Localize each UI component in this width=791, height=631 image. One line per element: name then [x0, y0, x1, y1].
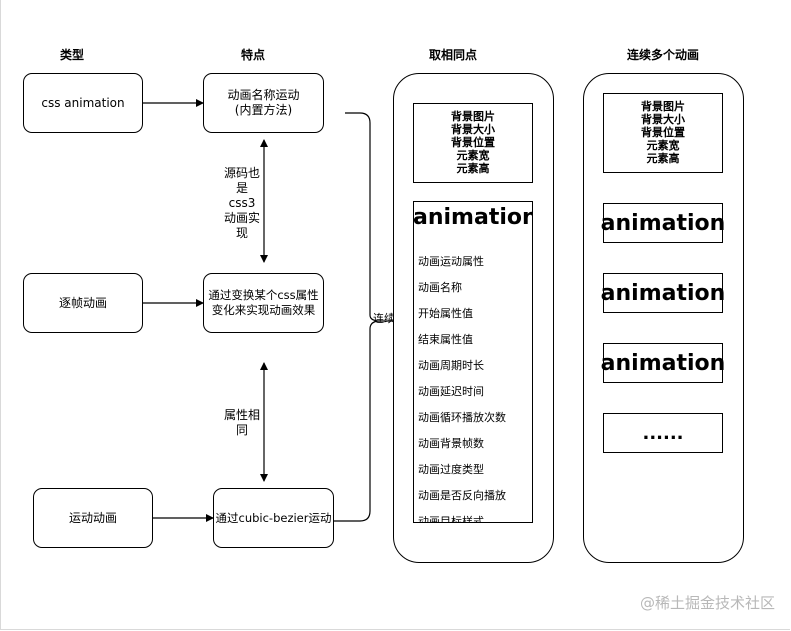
bg-prop: 元素宽 — [456, 149, 490, 162]
header-multi: 连续多个动画 — [627, 48, 700, 62]
header-common: 取相同点 — [429, 48, 478, 62]
anim-prop: 动画是否反向播放 — [418, 489, 506, 502]
brace-connector — [334, 112, 395, 522]
feature-bezier: 通过cubic-bezier运动 — [213, 488, 334, 548]
anim-prop: 结束属性值 — [418, 333, 473, 346]
bg-prop: 背景位置 — [641, 126, 685, 139]
header-type: 类型 — [60, 48, 85, 62]
common-animation-box — [413, 201, 533, 523]
multi-animation-box: animation — [601, 273, 725, 313]
anim-prop: 开始属性值 — [418, 307, 473, 320]
bg-prop: 背景图片 — [641, 100, 685, 113]
label-connect: 连续 — [373, 312, 395, 325]
anim-prop: 动画循环播放次数 — [418, 411, 506, 424]
bg-prop: 元素高 — [456, 162, 490, 175]
feature-named: 动画名称运动 (内置方法) — [203, 73, 324, 133]
anim-prop: 动画名称 — [418, 281, 462, 294]
bg-prop: 元素高 — [646, 152, 680, 165]
common-background-box: 背景图片 背景大小 背景位置 元素宽 元素高 — [413, 103, 533, 183]
animation-title: animation — [413, 205, 533, 230]
bg-prop: 背景位置 — [451, 136, 495, 149]
label-same-props: 属性相 同 — [223, 408, 261, 438]
multi-animation-box: animation — [601, 203, 725, 243]
multi-ellipsis-box: ...... — [603, 413, 723, 453]
bg-prop: 元素宽 — [646, 139, 680, 152]
multi-animation-box: animation — [601, 343, 725, 383]
bg-prop: 背景图片 — [451, 110, 495, 123]
anim-prop: 动画运动属性 — [418, 255, 484, 268]
watermark: @稀土掘金技术社区 — [639, 594, 775, 612]
multi-background-box: 背景图片 背景大小 背景位置 元素宽 元素高 — [603, 93, 723, 173]
bg-prop: 背景大小 — [641, 113, 685, 126]
type-motion-animation: 运动动画 — [33, 488, 153, 548]
anim-prop: 动画过度类型 — [418, 463, 484, 476]
feature-transform: 通过变换某个css属性 变化来实现动画效果 — [203, 273, 324, 333]
type-frame-animation: 逐帧动画 — [23, 273, 143, 333]
anim-prop: 动画背景帧数 — [418, 437, 484, 450]
label-source-css3: 源码也 是css3 动画实 现 — [223, 166, 261, 241]
anim-prop: 动画目标样式 — [418, 515, 484, 523]
bg-prop: 背景大小 — [451, 123, 495, 136]
anim-prop: 动画延迟时间 — [418, 385, 484, 398]
type-css-animation: css animation — [23, 73, 143, 133]
anim-prop: 动画周期时长 — [418, 359, 484, 372]
animation-props-list: animation 动画运动属性 动画名称 开始属性值 结束属性值 动画周期时长… — [413, 201, 533, 523]
header-feature: 特点 — [241, 48, 266, 62]
